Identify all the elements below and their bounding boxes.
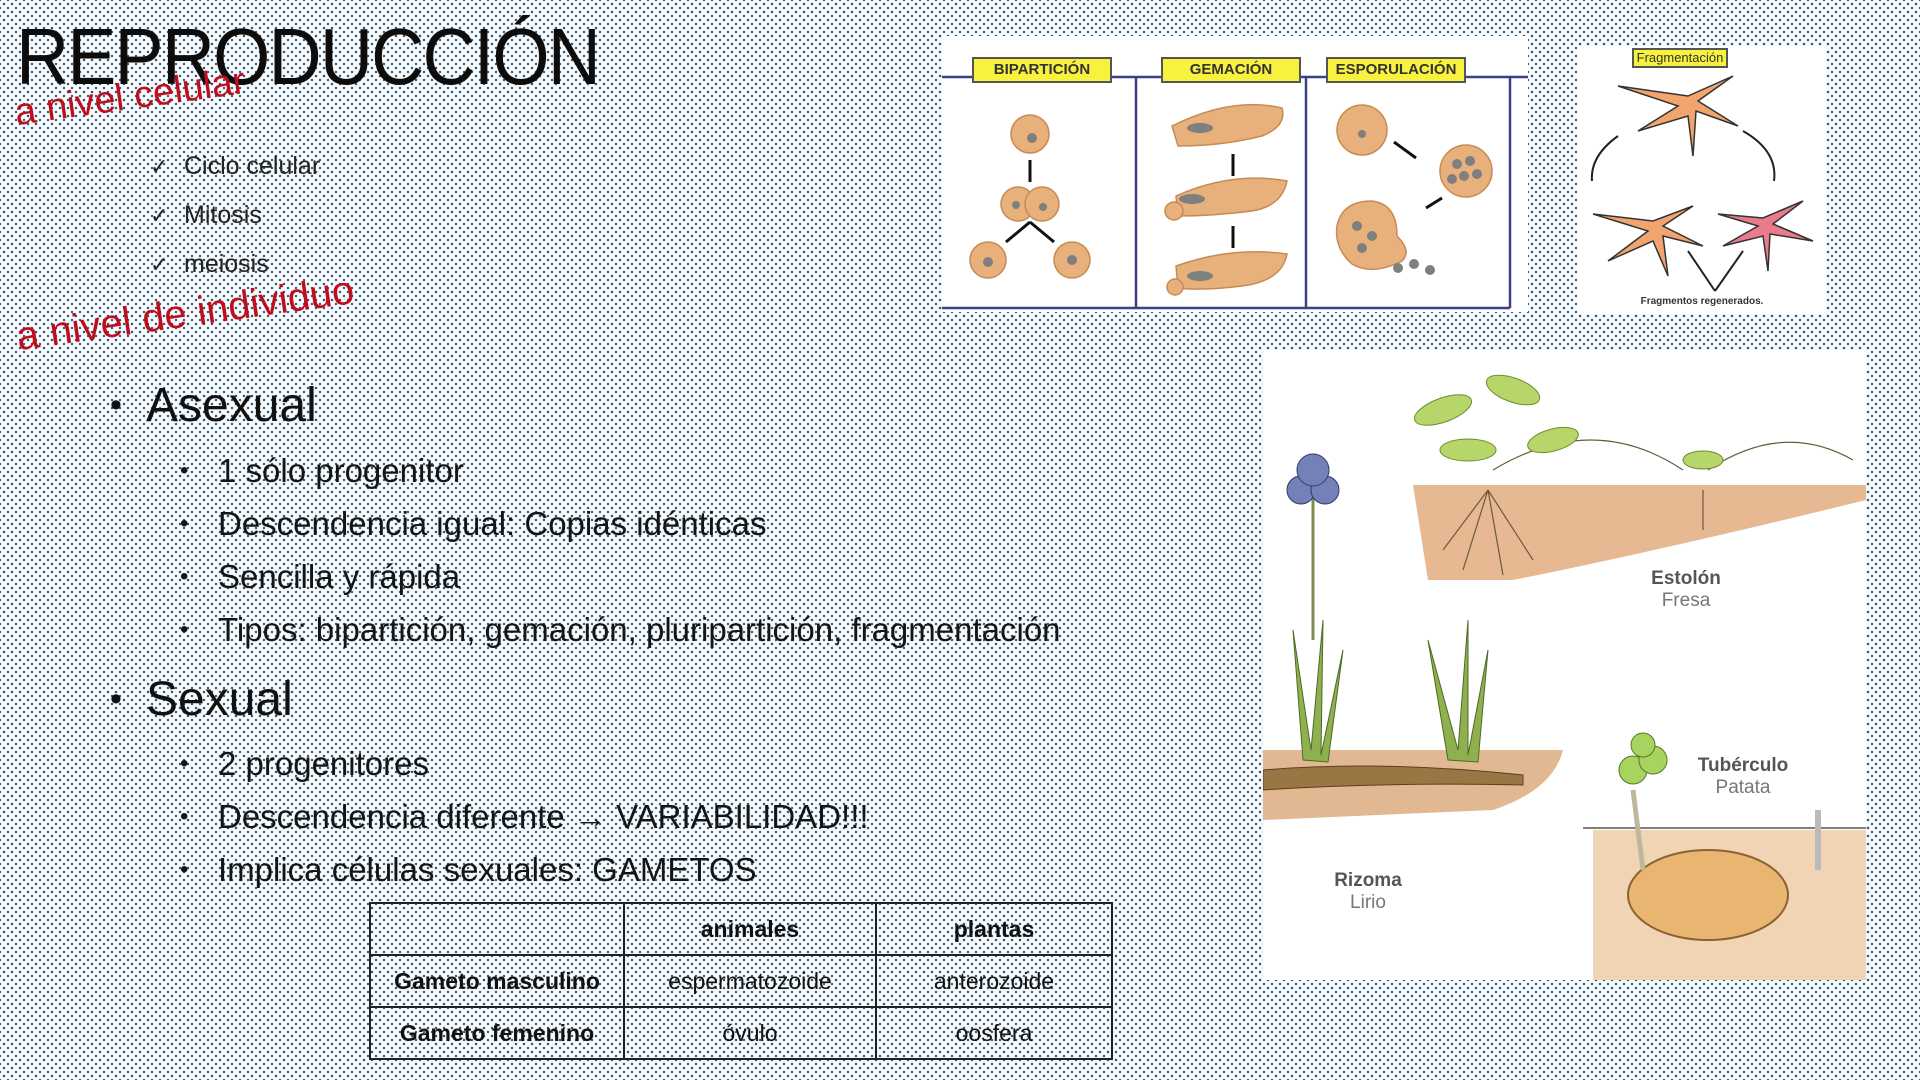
bullet-icon: • — [180, 803, 189, 830]
table-row: Gameto masculino espermatozoide anterozo… — [369, 954, 1113, 1008]
fragmentation-figure: Fragmentación Fragmentos regenerados. — [1578, 46, 1826, 314]
list-item: ✓Ciclo celular — [150, 142, 320, 191]
check-icon: ✓ — [150, 252, 169, 277]
asexual-heading: • Asexual — [110, 379, 317, 432]
list-item: •Descendencia diferente → VARIABILIDAD!!… — [180, 790, 869, 843]
gemacion-label: GEMACIÓN — [1161, 57, 1301, 83]
list-item: •Sencilla y rápida — [180, 550, 1061, 603]
list-item: ✓meiosis — [150, 240, 320, 289]
bullet-icon: • — [110, 680, 122, 718]
asexual-list: •1 sólo progenitor •Descendencia igual: … — [180, 444, 1061, 656]
bullet-icon: • — [180, 856, 189, 883]
sexual-list: •2 progenitores •Descendencia diferente … — [180, 737, 869, 896]
esporulacion-label: ESPORULACIÓN — [1326, 57, 1466, 83]
cell-diagram-icon — [942, 75, 1528, 310]
gamete-table: animales plantas Gameto masculino esperm… — [369, 902, 1113, 1060]
estolon-label: Estolón Fresa — [1651, 568, 1721, 611]
starfish-icon — [1590, 75, 1814, 292]
check-icon: ✓ — [150, 203, 169, 228]
list-item: •2 progenitores — [180, 737, 869, 790]
bullet-icon: • — [110, 386, 122, 424]
bullet-icon: • — [180, 563, 189, 590]
rizoma-label: Rizoma Lirio — [1334, 870, 1402, 913]
tuberculo-label: Tubérculo Patata — [1697, 755, 1789, 798]
bullet-icon: • — [180, 750, 189, 777]
list-item: •Tipos: bipartición, gemación, pluripart… — [180, 603, 1061, 656]
starfish-caption: Fragmentos regenerados. — [1640, 296, 1764, 307]
fragmentacion-label: Fragmentación — [1632, 48, 1728, 68]
list-item: •Descendencia igual: Copias idénticas — [180, 497, 1061, 550]
biparticion-label: BIPARTICIÓN — [972, 57, 1112, 83]
table-row: Gameto femenino óvulo oosfera — [369, 1006, 1113, 1060]
plants-illustration-icon — [1263, 374, 1866, 980]
cellular-list: ✓Ciclo celular ✓Mitosis ✓meiosis — [150, 142, 320, 289]
list-item: •1 sólo progenitor — [180, 444, 1061, 497]
sexual-heading: • Sexual — [110, 673, 293, 726]
list-item: •Implica células sexuales: GAMETOS — [180, 843, 869, 896]
bullet-icon: • — [180, 616, 189, 643]
list-item: ✓Mitosis — [150, 191, 320, 240]
vegetative-reproduction-figure: Estolón Fresa Rizoma Lirio Tubérculo Pat… — [1263, 350, 1866, 980]
cell-reproduction-figure: BIPARTICIÓN GEMACIÓN ESPORULACIÓN — [942, 36, 1528, 312]
bullet-icon: • — [180, 510, 189, 537]
bullet-icon: • — [180, 457, 189, 484]
table-header-row: animales plantas — [369, 902, 1113, 956]
slide-title: REPRODUCCIÓN — [16, 12, 601, 101]
check-icon: ✓ — [150, 154, 169, 179]
